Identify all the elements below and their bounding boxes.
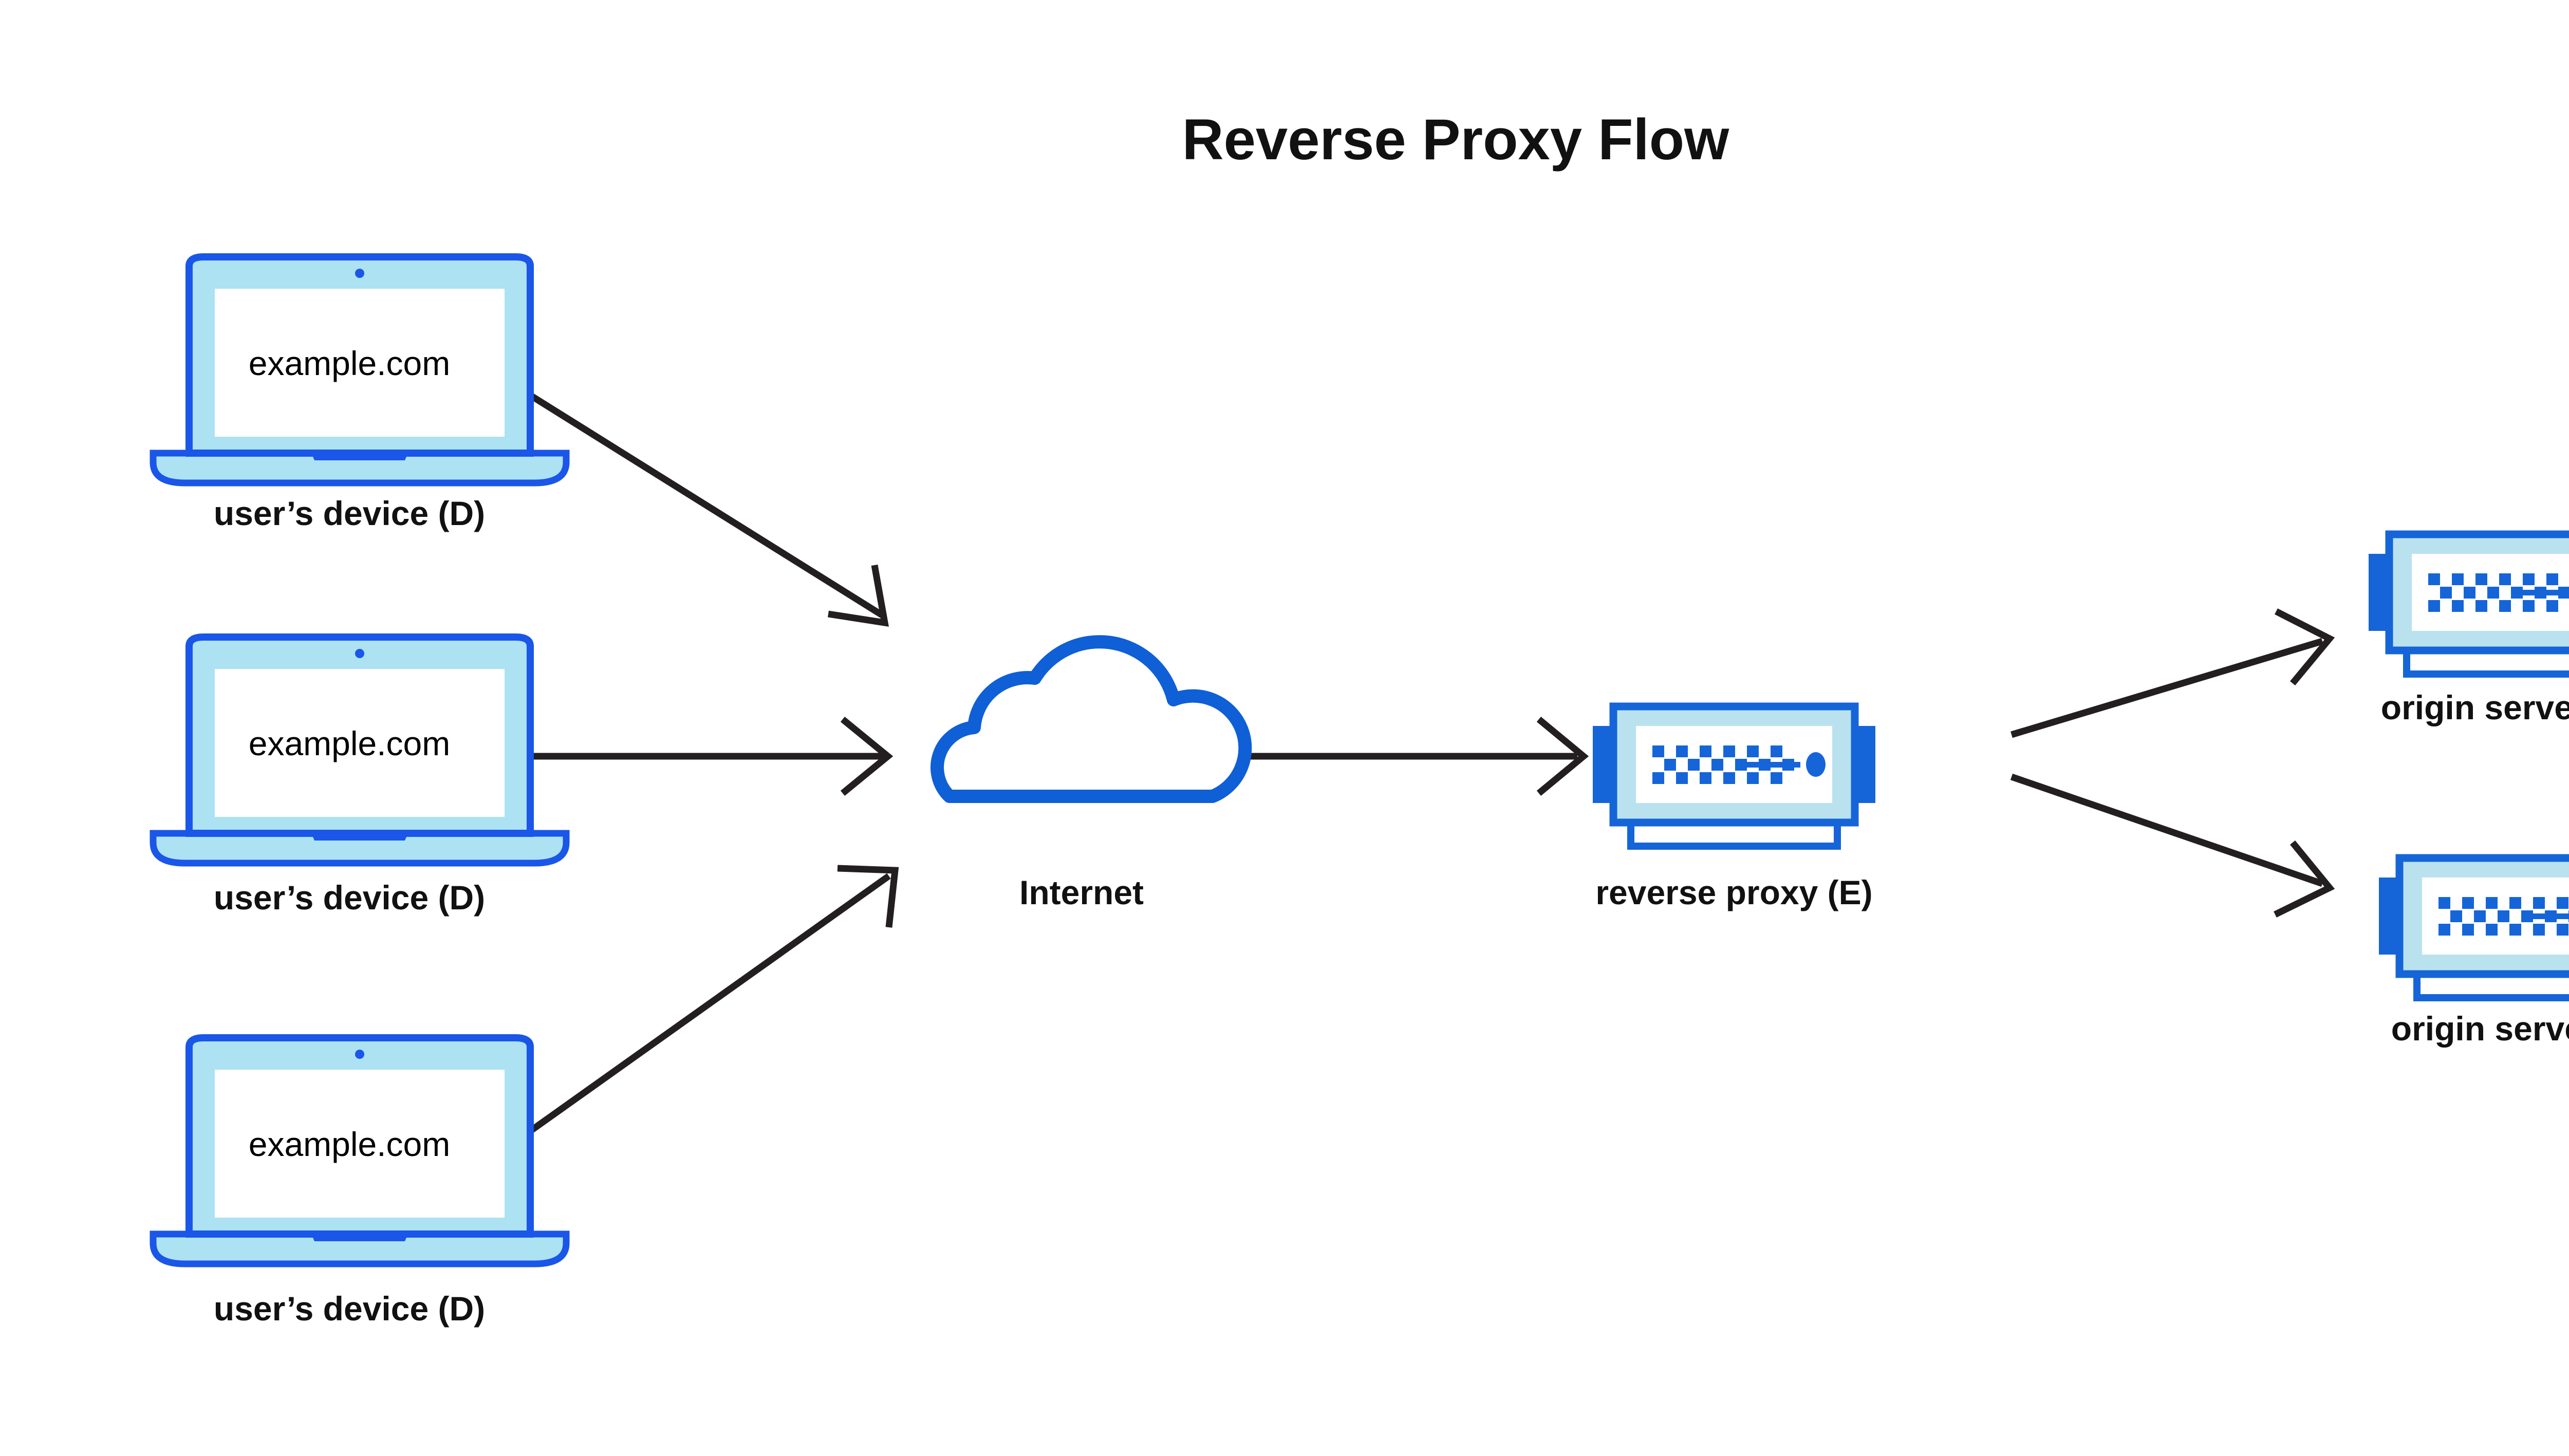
laptop-screen-text: example.com: [249, 344, 451, 382]
conn-device3-internet: [504, 865, 899, 1151]
server-icon: [2379, 858, 2569, 998]
node-label-user-device-2: user’s device (D): [214, 879, 485, 917]
node-user-device-1[interactable]: example.com user’s device (D): [153, 257, 566, 532]
laptop-screen-text: example.com: [249, 724, 451, 762]
node-label-reverse-proxy: reverse proxy (E): [1595, 873, 1872, 911]
page-title: Reverse Proxy Flow: [1182, 107, 1729, 172]
node-label-internet: Internet: [1019, 873, 1144, 911]
server-icon: [1593, 706, 1875, 846]
conn-proxy-origin1: [2010, 608, 2335, 738]
node-label-user-device-3: user’s device (D): [214, 1290, 485, 1328]
laptop-screen-text: example.com: [249, 1125, 451, 1163]
node-user-device-2[interactable]: example.com user’s device (D): [153, 637, 566, 917]
node-origin-server-2[interactable]: origin server (F): [2379, 858, 2569, 1048]
node-origin-server-1[interactable]: origin server (F): [2369, 534, 2569, 726]
server-icon: [2369, 534, 2569, 674]
node-label-origin-server-2: origin server (F): [2391, 1010, 2569, 1048]
node-label-user-device-1: user’s device (D): [214, 494, 485, 532]
conn-device2-internet: [501, 716, 893, 796]
node-user-device-3[interactable]: example.com user’s device (D): [153, 1038, 566, 1328]
node-reverse-proxy[interactable]: reverse proxy (E): [1593, 706, 1875, 911]
cloud-icon: [937, 633, 1245, 796]
conn-internet-proxy: [1231, 716, 1589, 796]
node-label-origin-server-1: origin server (F): [2381, 688, 2569, 726]
node-internet[interactable]: Internet: [937, 633, 1245, 911]
conn-device1-internet: [504, 377, 889, 627]
conn-proxy-origin2: [2010, 773, 2335, 918]
